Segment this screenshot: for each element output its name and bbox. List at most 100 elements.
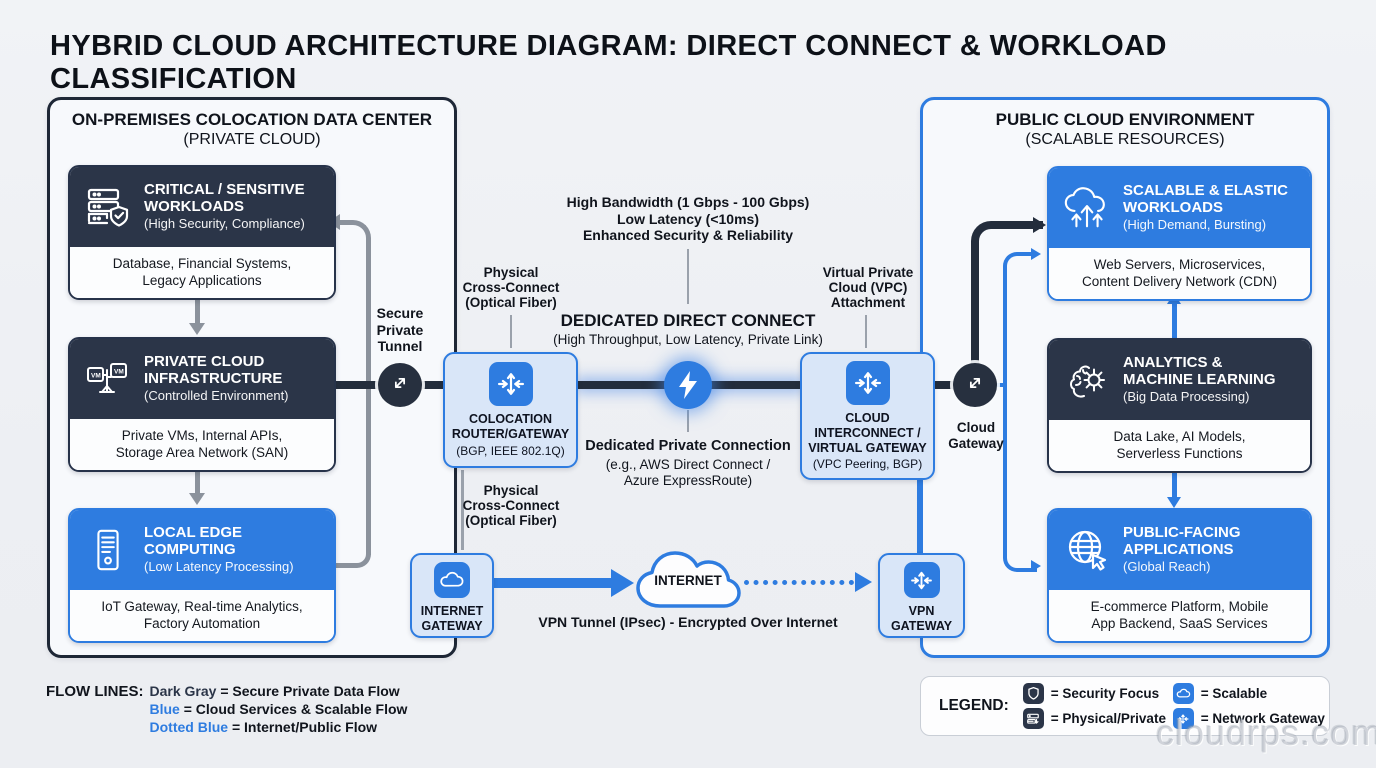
flow-interconnect-to-vpn bbox=[917, 480, 921, 553]
vm-network-icon: VM VM bbox=[82, 355, 134, 403]
flow-legend-heading: FLOW LINES: bbox=[46, 683, 144, 700]
legend-item-security: = Security Focus bbox=[1022, 683, 1173, 704]
internet-label: INTERNET bbox=[654, 573, 722, 588]
public-facing-box: PUBLIC-FACING APPLICATIONS (Global Reach… bbox=[1047, 508, 1312, 643]
flow-legend-item: Dotted Blue = Internet/Public Flow bbox=[149, 719, 378, 735]
box-subtitle: (High Demand, Bursting) bbox=[1123, 217, 1267, 233]
legend-box: LEGEND: = Security Focus = Scalable bbox=[920, 676, 1330, 736]
arrowhead-down-icon bbox=[1167, 497, 1181, 508]
box-subtitle: (Global Reach) bbox=[1123, 559, 1211, 575]
critical-workloads-box: CRITICAL / SENSITIVE WORKLOADS (High Sec… bbox=[68, 165, 336, 300]
legend-item-network-gateway: = Network Gateway bbox=[1172, 708, 1348, 729]
box-title: PRIVATE CLOUD INFRASTRUCTURE bbox=[144, 352, 283, 387]
router-icon bbox=[1172, 708, 1194, 729]
cloud-icon bbox=[1172, 683, 1194, 704]
router-icon bbox=[903, 562, 940, 598]
box-subtitle: (Big Data Processing) bbox=[1123, 389, 1250, 405]
box-body: E-commerce Platform, Mobile App Backend,… bbox=[1049, 590, 1310, 641]
flow-blue-to-publicfacing bbox=[1003, 508, 1037, 572]
internet-cloud: INTERNET bbox=[632, 546, 744, 616]
arrowhead-right-icon bbox=[611, 569, 634, 597]
colocation-router-box: COLOCATION ROUTER/GATEWAY (BGP, IEEE 802… bbox=[443, 352, 578, 468]
svg-text:VM: VM bbox=[114, 369, 124, 376]
connector-vpc-attachment bbox=[865, 315, 867, 348]
legend-item-physical: = Physical/Private bbox=[1022, 708, 1173, 729]
bandwidth-label: High Bandwidth (1 Gbps - 100 Gbps) Low L… bbox=[566, 194, 810, 244]
box-body: Database, Financial Systems, Legacy Appl… bbox=[70, 247, 334, 298]
secure-tunnel-circle bbox=[378, 363, 422, 407]
legend-heading: LEGEND: bbox=[939, 697, 1009, 714]
right-panel-title: PUBLIC CLOUD ENVIRONMENT bbox=[995, 110, 1255, 129]
box-body: Data Lake, AI Models, Serverless Functio… bbox=[1049, 420, 1310, 471]
gateway-title: VPN GATEWAY bbox=[890, 604, 953, 633]
cloud-icon bbox=[434, 562, 470, 598]
arrowhead-right-icon bbox=[1031, 560, 1041, 572]
router-icon bbox=[845, 361, 890, 405]
flow-critical-to-private bbox=[195, 296, 200, 324]
flow-edge-to-critical-loop-corner bbox=[334, 548, 371, 568]
box-subtitle: (Controlled Environment) bbox=[144, 388, 289, 404]
box-subtitle: (Low Latency Processing) bbox=[144, 559, 294, 575]
connector-bandwidth-label bbox=[687, 249, 689, 304]
connector-crossconnect-top bbox=[510, 315, 512, 348]
physical-cross-connect-top-label: Physical Cross-Connect (Optical Fiber) bbox=[462, 265, 560, 311]
flow-blue-to-scalable bbox=[1003, 252, 1037, 316]
cloud-interconnect-box: CLOUD INTERCONNECT / VIRTUAL GATEWAY (VP… bbox=[800, 352, 935, 480]
local-edge-box: LOCAL EDGE COMPUTING (Low Latency Proces… bbox=[68, 508, 336, 643]
gateway-title: INTERNET GATEWAY bbox=[420, 604, 484, 633]
secure-tunnel-label: Secure Private Tunnel bbox=[376, 305, 424, 355]
left-panel-subtitle: (PRIVATE CLOUD) bbox=[183, 131, 321, 148]
direct-connect-subtitle: (High Throughput, Low Latency, Private L… bbox=[553, 332, 823, 347]
svg-text:VM: VM bbox=[91, 373, 101, 380]
flow-blue-vertical bbox=[1003, 300, 1007, 520]
box-title: PUBLIC-FACING APPLICATIONS bbox=[1123, 523, 1241, 558]
server-icon bbox=[1022, 708, 1044, 729]
brain-gear-icon bbox=[1061, 356, 1113, 404]
server-shield-icon bbox=[82, 183, 134, 231]
shield-icon bbox=[1022, 683, 1044, 704]
connector-colocation-to-internetgw bbox=[461, 470, 464, 550]
internet-gateway-box: INTERNET GATEWAY bbox=[410, 553, 494, 638]
flow-interconnect-to-cloudgateway bbox=[935, 381, 959, 389]
box-body: Web Servers, Microservices, Content Deli… bbox=[1049, 248, 1310, 299]
analytics-ml-box: ANALYTICS & MACHINE LEARNING (Big Data P… bbox=[1047, 338, 1312, 473]
flow-legend-item: Blue = Cloud Services & Scalable Flow bbox=[149, 701, 408, 717]
expand-arrows-icon bbox=[387, 370, 413, 401]
box-title: ANALYTICS & MACHINE LEARNING bbox=[1123, 353, 1276, 388]
box-body: Private VMs, Internal APIs, Storage Area… bbox=[70, 419, 334, 470]
cloud-scale-icon bbox=[1061, 185, 1113, 231]
box-title: SCALABLE & ELASTIC WORKLOADS bbox=[1123, 181, 1288, 216]
flow-blue-stub bbox=[995, 383, 1007, 387]
gateway-title: CLOUD INTERCONNECT / VIRTUAL GATEWAY bbox=[808, 411, 927, 455]
flow-legend-item: Dark Gray = Secure Private Data Flow bbox=[149, 683, 400, 699]
page-title: HYBRID CLOUD ARCHITECTURE DIAGRAM: DIREC… bbox=[50, 30, 1167, 95]
flow-analytics-to-publicfacing bbox=[1172, 466, 1177, 498]
vpn-gateway-box: VPN GATEWAY bbox=[878, 553, 965, 638]
edge-server-icon bbox=[82, 527, 134, 573]
vpn-tunnel-label: VPN Tunnel (IPsec) - Encrypted Over Inte… bbox=[538, 614, 838, 630]
arrowhead-down-icon bbox=[189, 323, 205, 335]
right-panel-subtitle: (SCALABLE RESOURCES) bbox=[1025, 131, 1225, 148]
legend-item-scalable: = Scalable bbox=[1172, 683, 1348, 704]
direct-connect-title: DEDICATED DIRECT CONNECT bbox=[560, 311, 816, 330]
gateway-title: COLOCATION ROUTER/GATEWAY bbox=[451, 412, 570, 441]
flow-internet-to-vpn-dotted bbox=[744, 580, 854, 585]
arrowhead-right-icon bbox=[1033, 217, 1046, 233]
flow-analytics-to-scalable bbox=[1172, 303, 1177, 338]
box-body: IoT Gateway, Real-time Analytics, Factor… bbox=[70, 590, 334, 641]
cloud-gateway-circle bbox=[953, 363, 997, 407]
vpc-attachment-label: Virtual Private Cloud (VPC) Attachment bbox=[822, 265, 914, 311]
left-panel-title: ON-PREMISES COLOCATION DATA CENTER bbox=[71, 110, 433, 129]
private-cloud-infra-box: VM VM PRIVATE CLOUD INFRASTRUCTURE (Cont… bbox=[68, 337, 336, 472]
expand-arrows-icon bbox=[962, 370, 988, 401]
globe-cursor-icon bbox=[1061, 526, 1113, 574]
connector-dedicated-private bbox=[687, 410, 689, 432]
gateway-subtitle: (BGP, IEEE 802.1Q) bbox=[456, 443, 565, 458]
flow-cloudgateway-to-scalable bbox=[971, 221, 1043, 374]
arrowhead-right-icon bbox=[855, 572, 872, 592]
cloud-gateway-label: Cloud Gateway bbox=[948, 420, 1004, 452]
box-subtitle: (High Security, Compliance) bbox=[144, 216, 305, 232]
flow-private-to-edge bbox=[195, 466, 200, 494]
arrowhead-right-icon bbox=[1031, 248, 1041, 260]
